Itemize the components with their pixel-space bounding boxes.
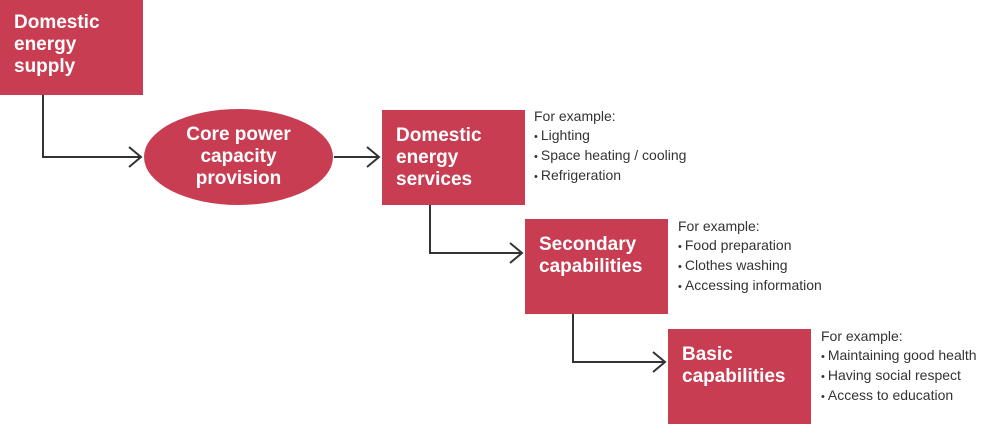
example-item: Food preparation [678, 236, 822, 256]
example-item: Having social respect [821, 366, 977, 386]
node-secondary-capabilities: Secondary capabilities [525, 219, 668, 314]
node-label: Domestic energy supply [14, 12, 100, 77]
connector-services-to-secondary [429, 205, 521, 254]
examples-heading: For example: [534, 108, 616, 124]
example-item: Lighting [534, 126, 686, 146]
example-item: Space heating / cooling [534, 146, 687, 166]
examples-basic: For example: Maintaining good health Hav… [821, 327, 977, 406]
examples-heading: For example: [678, 218, 760, 234]
example-item: Access to education [821, 386, 977, 406]
node-domestic-energy-services: Domestic energy services [382, 110, 525, 205]
examples-list: Maintaining good health Having social re… [821, 346, 977, 406]
examples-list: Food preparation Clothes washing Accessi… [678, 236, 822, 296]
arrowhead-core [128, 146, 143, 168]
node-label: Core power capacity provision [186, 124, 291, 189]
connector-secondary-to-basic [572, 314, 664, 363]
example-item: Maintaining good health [821, 346, 977, 366]
examples-heading: For example: [821, 328, 903, 344]
example-item: Clothes washing [678, 256, 822, 276]
node-label: Secondary capabilities [539, 234, 643, 277]
examples-secondary: For example: Food preparation Clothes wa… [678, 217, 822, 296]
arrowhead-services [366, 146, 381, 168]
example-item: Refrigeration [534, 166, 686, 186]
examples-list: Lighting Space heating / cooling Refrige… [534, 126, 687, 186]
arrowhead-secondary [509, 242, 524, 264]
node-label: Domestic energy services [396, 125, 482, 190]
examples-services: For example: Lighting Space heating / co… [534, 107, 686, 186]
arrowhead-basic [652, 351, 667, 373]
node-domestic-energy-supply: Domestic energy supply [0, 0, 143, 95]
node-core-power-capacity-provision: Core power capacity provision [144, 109, 333, 205]
node-basic-capabilities: Basic capabilities [668, 329, 811, 424]
connector-supply-to-core [42, 95, 140, 158]
node-label: Basic capabilities [682, 344, 786, 387]
example-item: Accessing information [678, 276, 822, 296]
